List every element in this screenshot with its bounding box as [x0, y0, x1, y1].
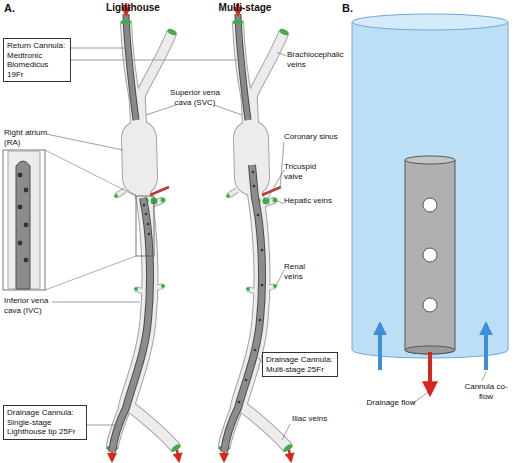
inset-holes: [18, 173, 29, 263]
multistage-vessel: [218, 3, 294, 461]
hole: [24, 223, 29, 228]
anatomy-label: Coronary sinus: [284, 132, 340, 142]
anatomy-label: Inferior vena cava (IVC): [4, 296, 62, 315]
drainage-arrow: [428, 352, 432, 394]
leader-line: [276, 270, 284, 286]
inset-cannula: [16, 161, 30, 289]
leader-line: [214, 105, 242, 115]
leader-line: [146, 105, 176, 115]
anatomy-label: Hepatic veins: [284, 196, 334, 206]
hole: [254, 349, 257, 352]
callout-box: Drainage Cannula: Multi-stage 25Fr: [262, 352, 338, 377]
hole: [143, 204, 146, 207]
hole: [147, 223, 150, 226]
leader-line: [268, 170, 284, 198]
drainage-holes: [238, 171, 264, 404]
anatomy-label: Superior vena cava (SVC): [166, 88, 224, 107]
lighthouse-vessel: [106, 3, 182, 461]
column-heading: Lighthouse: [93, 2, 173, 14]
leader-line: [71, 60, 240, 61]
cannula-top: [405, 156, 455, 164]
leader-line: [482, 372, 486, 381]
panel-letter: A.: [4, 2, 24, 15]
leader-line: [46, 134, 123, 150]
cannula-wall: [224, 165, 262, 452]
callout-box: Return Cannula: Medtronic Biomedicus 19F…: [3, 38, 71, 82]
anatomy-label: Brachiocephalic veins: [287, 50, 343, 69]
anatomy-label: Tricuspid valve: [284, 162, 334, 181]
zoom-frame: [136, 196, 154, 256]
side-hole: [423, 248, 437, 262]
cylinder-top: [352, 14, 508, 30]
callout-text: Drainage Cannula: Single-stage Lighthous…: [7, 408, 83, 437]
leader-line: [71, 48, 127, 49]
flow-label: Drainage flow: [366, 398, 416, 408]
hole: [18, 241, 23, 246]
hole: [261, 249, 264, 252]
panel-letter: B.: [342, 2, 362, 15]
inset-frame: [3, 150, 45, 290]
hole: [245, 379, 248, 382]
leader-line: [52, 302, 140, 303]
zoom-line: [45, 150, 136, 196]
co-flow-arrow: [484, 324, 488, 370]
hole: [18, 205, 23, 210]
leader-line: [280, 142, 284, 188]
cannula-body: [224, 165, 262, 452]
co-flow-arrow: [378, 324, 382, 370]
callout-box: Drainage Cannula: Single-stage Lighthous…: [3, 405, 87, 440]
vessel-cylinder: [352, 22, 508, 358]
callout-text: Drainage Cannula: Multi-stage 25Fr: [266, 355, 334, 374]
hole: [252, 171, 255, 174]
zoom-inset: [3, 150, 154, 290]
column-heading: Multi-stage: [205, 2, 285, 14]
leader-line: [276, 200, 284, 204]
hole: [257, 214, 260, 217]
cannula-model: [352, 14, 508, 394]
leader-line: [282, 424, 290, 440]
hole: [261, 284, 264, 287]
hole: [238, 401, 241, 404]
anatomy-label: Iliac veins: [292, 414, 332, 424]
cannula-body: [112, 198, 150, 452]
callout-text: Return Cannula: Medtronic Biomedicus 19F…: [7, 41, 67, 79]
hole: [24, 188, 29, 193]
inset-vein: [8, 151, 40, 289]
hole: [24, 258, 29, 263]
lighthouse-drainage-cannula: [112, 198, 150, 452]
hole: [259, 319, 262, 322]
leader-line: [87, 425, 119, 426]
flow-label: Cannula co-flow: [458, 382, 514, 401]
side-hole: [423, 298, 437, 312]
leader-line: [277, 52, 286, 56]
drainage-holes: [143, 204, 151, 236]
model-cannula: [405, 160, 455, 354]
hole: [148, 233, 151, 236]
side-hole: [423, 198, 437, 212]
hole: [18, 173, 23, 178]
anatomy-label: Renal veins: [284, 262, 324, 281]
multistage-drainage-cannula: [224, 165, 263, 452]
hole: [253, 185, 256, 188]
zoom-line: [45, 256, 136, 290]
hole: [145, 213, 148, 216]
anatomy-label: Right atrium (RA): [4, 128, 52, 147]
cannula-wall: [112, 198, 150, 452]
